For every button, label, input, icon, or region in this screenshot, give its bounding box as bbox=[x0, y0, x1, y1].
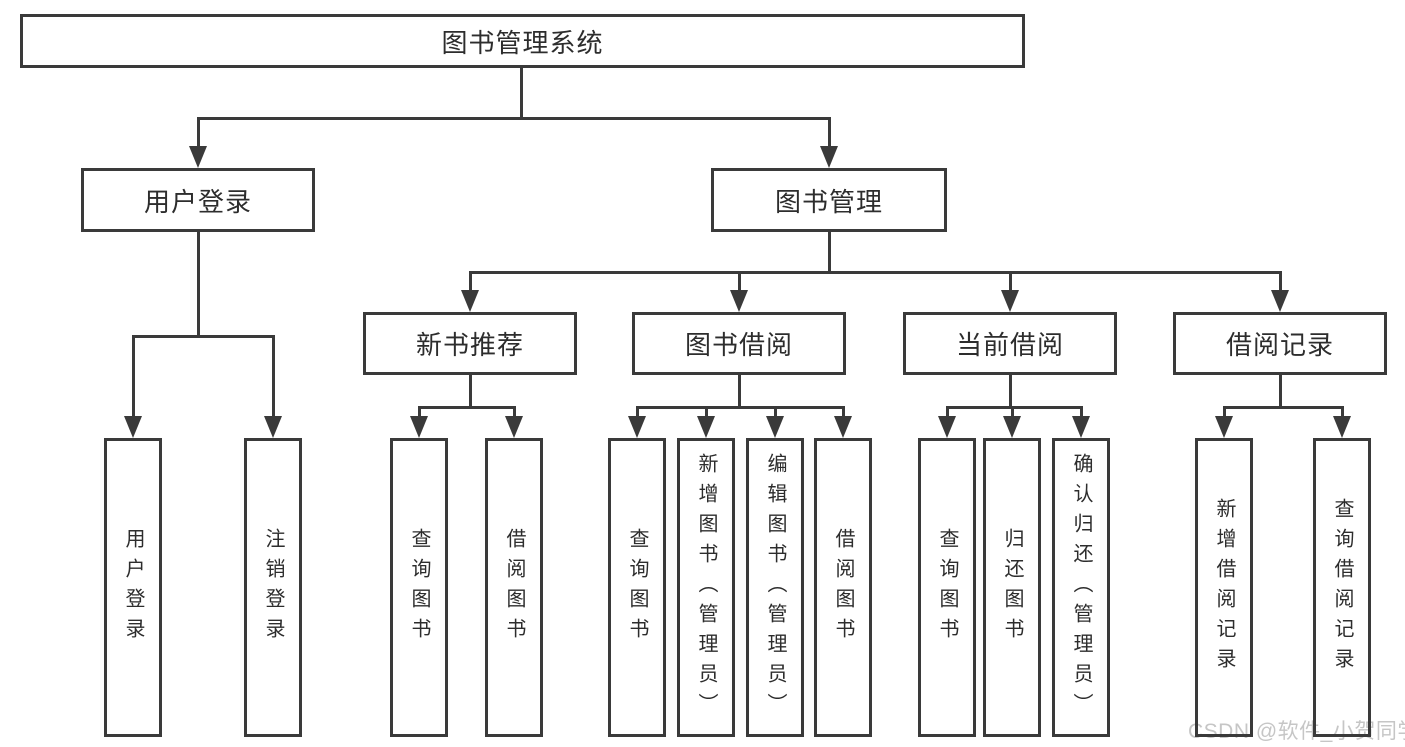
leaf-add-borrow-record: 新增借阅记录 bbox=[1195, 438, 1253, 737]
connector-drop bbox=[132, 335, 135, 416]
arrowhead-down-icon bbox=[189, 146, 207, 168]
arrowhead-down-icon bbox=[1001, 290, 1019, 312]
connector-drop bbox=[738, 271, 741, 290]
arrowhead-down-icon bbox=[766, 416, 784, 438]
arrowhead-down-icon bbox=[505, 416, 523, 438]
arrowhead-down-icon bbox=[820, 146, 838, 168]
arrowhead-down-icon bbox=[410, 416, 428, 438]
connector-level2-rail bbox=[469, 271, 1282, 274]
connector-drop bbox=[513, 406, 516, 416]
arrowhead-down-icon bbox=[264, 416, 282, 438]
node-user-login: 用户登录 bbox=[81, 168, 315, 232]
connector-drop bbox=[418, 406, 421, 416]
arrowhead-down-icon bbox=[628, 416, 646, 438]
csdn-watermark: CSDN @软件_小贺同学 bbox=[1188, 720, 1405, 743]
connector-book-borrow-stem bbox=[738, 375, 741, 406]
leaf-borrow-books: 借阅图书 bbox=[485, 438, 543, 737]
connector-drop bbox=[842, 406, 845, 416]
connector-drop bbox=[1011, 406, 1014, 416]
node-library-management-system: 图书管理系统 bbox=[20, 14, 1025, 68]
connector-drop bbox=[1341, 406, 1344, 416]
connector-new-book-rail bbox=[418, 406, 516, 409]
leaf-query-borrow-record: 查询借阅记录 bbox=[1313, 438, 1371, 737]
connector-root-stem bbox=[520, 68, 523, 117]
arrowhead-down-icon bbox=[1072, 416, 1090, 438]
leaf-query-books: 查询图书 bbox=[608, 438, 666, 737]
arrowhead-down-icon bbox=[1003, 416, 1021, 438]
arrowhead-down-icon bbox=[1271, 290, 1289, 312]
connector-borrow-records-stem bbox=[1279, 375, 1282, 406]
leaf-confirm-return-admin: 确认归还（管理员） bbox=[1052, 438, 1110, 737]
connector-drop bbox=[1009, 271, 1012, 290]
arrowhead-down-icon bbox=[124, 416, 142, 438]
connector-user-login-stem bbox=[197, 232, 200, 335]
arrowhead-down-icon bbox=[730, 290, 748, 312]
connector-user-login-rail bbox=[132, 335, 275, 338]
node-current-borrow: 当前借阅 bbox=[903, 312, 1117, 375]
connector-drop bbox=[1279, 271, 1282, 290]
connector-level1-rail bbox=[197, 117, 831, 120]
arrowhead-down-icon bbox=[1333, 416, 1351, 438]
connector-new-book-stem bbox=[469, 375, 472, 406]
arrowhead-down-icon bbox=[697, 416, 715, 438]
leaf-user-login: 用户登录 bbox=[104, 438, 162, 737]
leaf-return-books: 归还图书 bbox=[983, 438, 1041, 737]
connector-book-management-drop bbox=[828, 117, 831, 146]
connector-book-borrow-rail bbox=[636, 406, 845, 409]
node-book-management: 图书管理 bbox=[711, 168, 947, 232]
leaf-logout-login: 注销登录 bbox=[244, 438, 302, 737]
arrowhead-down-icon bbox=[834, 416, 852, 438]
arrowhead-down-icon bbox=[938, 416, 956, 438]
connector-drop bbox=[636, 406, 639, 416]
connector-drop bbox=[469, 271, 472, 290]
connector-current-borrow-rail bbox=[946, 406, 1083, 409]
node-new-book-recommend: 新书推荐 bbox=[363, 312, 577, 375]
arrowhead-down-icon bbox=[1215, 416, 1233, 438]
connector-book-management-stem bbox=[828, 232, 831, 271]
connector-drop bbox=[705, 406, 708, 416]
connector-drop bbox=[272, 335, 275, 416]
node-book-borrow: 图书借阅 bbox=[632, 312, 846, 375]
leaf-query-books: 查询图书 bbox=[390, 438, 448, 737]
leaf-add-books-admin: 新增图书（管理员） bbox=[677, 438, 735, 737]
node-borrow-records: 借阅记录 bbox=[1173, 312, 1387, 375]
connector-user-login-drop bbox=[197, 117, 200, 146]
leaf-query-books: 查询图书 bbox=[918, 438, 976, 737]
leaf-edit-books-admin: 编辑图书（管理员） bbox=[746, 438, 804, 737]
connector-current-borrow-stem bbox=[1009, 375, 1012, 406]
connector-drop bbox=[946, 406, 949, 416]
connector-drop bbox=[1223, 406, 1226, 416]
arrowhead-down-icon bbox=[461, 290, 479, 312]
connector-drop bbox=[1080, 406, 1083, 416]
connector-borrow-records-rail bbox=[1223, 406, 1344, 409]
leaf-borrow-books: 借阅图书 bbox=[814, 438, 872, 737]
connector-drop bbox=[774, 406, 777, 416]
